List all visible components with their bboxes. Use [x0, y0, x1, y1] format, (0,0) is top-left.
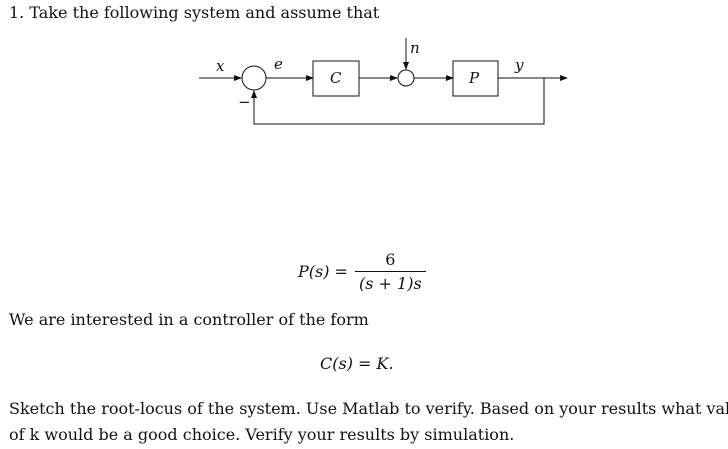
task-line-1: Sketch the root-locus of the system. Use… [9, 399, 728, 418]
controller-equation: C(s) = K. [320, 354, 394, 373]
summing-junction-2 [397, 69, 415, 87]
summing-junction-1 [241, 65, 267, 91]
plant-denominator: (s + 1)s [359, 274, 422, 293]
controller-intro: We are interested in a controller of the… [9, 310, 369, 329]
problem-number: 1. [9, 3, 25, 22]
noise-label: n [410, 39, 420, 57]
feedback-path [251, 78, 545, 125]
plant-label: P [469, 69, 480, 87]
problem-heading: 1. Take the following system and assume … [9, 3, 379, 23]
problem-intro: Take the following system and assume tha… [29, 3, 380, 22]
plant-equation-lhs: P(s) = [298, 262, 348, 281]
controller-label: C [330, 69, 342, 87]
error-label: e [274, 55, 283, 73]
plant-fraction: 6 (s + 1)s [355, 250, 426, 293]
task-line-2: of k would be a good choice. Verify your… [9, 425, 515, 444]
plant-numerator: 6 [385, 250, 396, 269]
input-label: x [216, 57, 225, 75]
fraction-bar [355, 271, 426, 272]
output-label: y [515, 56, 524, 74]
feedback-sign: − [238, 93, 251, 111]
